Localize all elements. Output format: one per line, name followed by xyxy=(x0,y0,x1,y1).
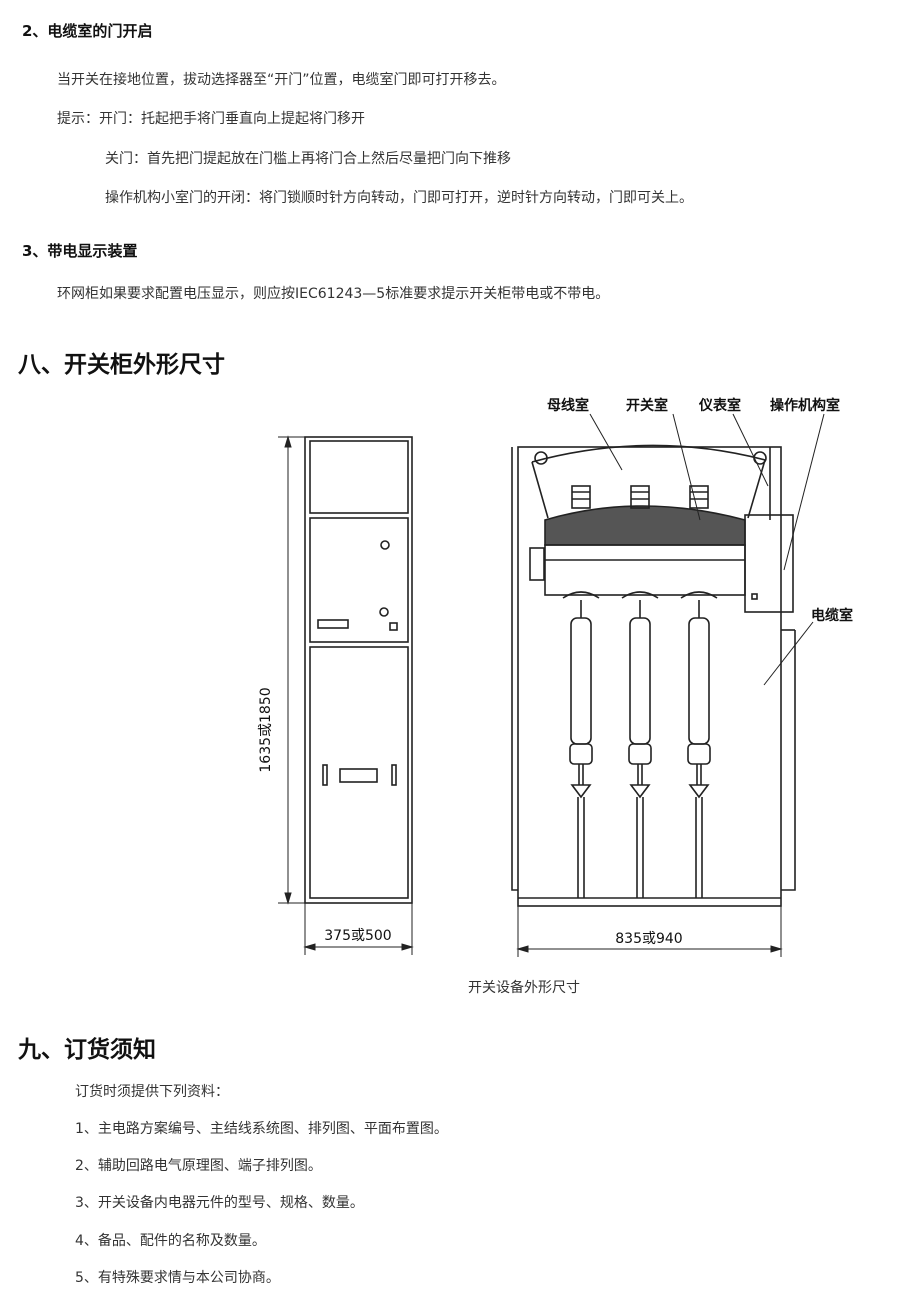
height-dimension-label: 1635或1850 xyxy=(258,687,274,772)
front-top-panel xyxy=(309,440,409,514)
mechanism-door-text: 操作机构小室门的开闭：将门锁顺时针方向转动，门即可打开，逆时针方向转动，门即可关… xyxy=(105,190,693,206)
callout-switch-room: 开关室 xyxy=(626,397,668,414)
order-item: 4、备品、配件的名称及数量。 xyxy=(75,1233,266,1249)
front-indicator xyxy=(389,622,398,631)
side-cabinet-outline xyxy=(517,446,782,907)
cable-room-leader xyxy=(763,621,814,686)
side-interlock xyxy=(529,547,545,581)
busbar-leader xyxy=(589,413,623,471)
bushing-3 xyxy=(689,485,709,509)
dimensions-section-heading: 八、开关柜外形尺寸 xyxy=(18,352,225,378)
order-item: 1、主电路方案编号、主结线系统图、排列图、平面布置图。 xyxy=(75,1121,448,1137)
front-lower-panel xyxy=(309,646,409,899)
bushing-2 xyxy=(630,485,650,509)
instrument-box xyxy=(744,514,794,613)
bushing-1 xyxy=(571,485,591,509)
front-knob-upper xyxy=(380,540,390,550)
order-item: 3、开关设备内电器元件的型号、规格、数量。 xyxy=(75,1195,364,1211)
terminal-3 xyxy=(680,591,718,599)
cable-1 xyxy=(569,600,593,898)
switch-body xyxy=(544,505,746,546)
side-back-wall xyxy=(511,447,518,891)
front-middle-panel xyxy=(309,517,409,643)
door-instruction-text: 当开关在接地位置，拔动选择器至“开门”位置，电缆室门即可打开移去。 xyxy=(57,72,506,88)
instrument-leader xyxy=(732,413,769,487)
callout-cable-room: 电缆室 xyxy=(811,607,853,624)
front-width-dimension xyxy=(303,903,414,955)
order-intro-text: 订货时须提供下列资料： xyxy=(75,1084,229,1100)
height-dimension xyxy=(278,435,305,905)
front-cabinet-outline xyxy=(304,436,413,904)
order-item: 2、辅助回路电气原理图、端子排列图。 xyxy=(75,1158,322,1174)
callout-busbar-room: 母线室 xyxy=(547,397,589,414)
callout-mechanism-room: 操作机构室 xyxy=(770,397,840,414)
order-section-heading: 九、订货须知 xyxy=(18,1037,156,1063)
side-width-label: 835或940 xyxy=(615,931,682,947)
switch-leader xyxy=(672,413,701,521)
door-section-heading: 2、电缆室的门开启 xyxy=(22,22,153,40)
busbar-compartment-top xyxy=(531,444,766,463)
front-handle-left xyxy=(322,764,328,786)
cable-3 xyxy=(687,600,711,898)
drawing-caption: 开关设备外形尺寸 xyxy=(468,980,580,996)
front-handle-right xyxy=(391,764,397,786)
order-item: 5、有特殊要求情与本公司协商。 xyxy=(75,1270,280,1286)
switchgear-dimension-drawing: 1635或1850 375或500 835或940 母线室 开关室 仪表室 操作… xyxy=(258,397,853,957)
front-width-label: 375或500 xyxy=(324,928,391,944)
front-door-window xyxy=(339,768,378,783)
side-width-dimension xyxy=(516,906,783,957)
side-view xyxy=(511,413,825,907)
live-display-text: 环网柜如果要求配置电压显示，则应按IEC61243—5标准要求提示开关柜带电或不… xyxy=(57,286,610,302)
cable-2 xyxy=(628,600,652,898)
door-close-tip-text: 关门：首先把门提起放在门槛上再将门合上然后尽量把门向下推移 xyxy=(105,151,511,167)
live-display-heading: 3、带电显示装置 xyxy=(22,242,138,260)
mechanism-leader xyxy=(783,413,825,571)
callout-instrument-room: 仪表室 xyxy=(698,397,741,414)
switch-compartment xyxy=(544,544,746,596)
terminal-2 xyxy=(621,591,659,599)
front-view xyxy=(304,436,413,904)
terminal-1 xyxy=(562,591,600,599)
front-knob-lower xyxy=(379,607,389,617)
door-open-tip-text: 提示：开门：托起把手将门垂直向上提起将门移开 xyxy=(57,111,365,127)
front-nameplate xyxy=(317,619,349,629)
